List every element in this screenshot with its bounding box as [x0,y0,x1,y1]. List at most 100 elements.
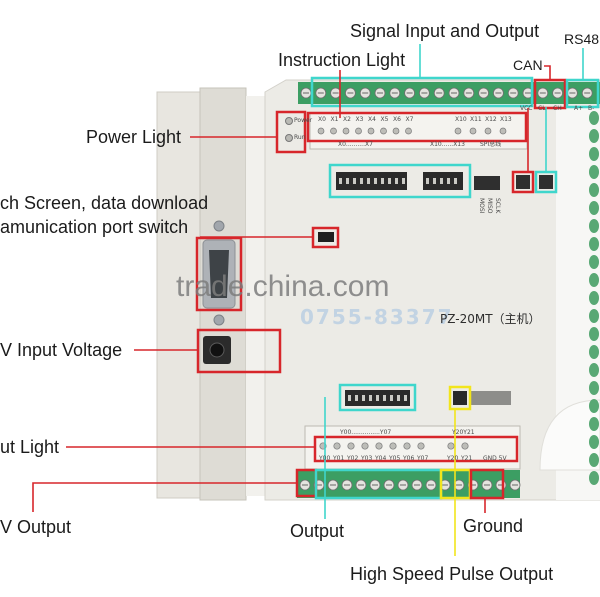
label-touch-screen-line2: amunication port switch [0,217,189,237]
side-terminal [589,237,599,251]
pulse-header [453,391,467,405]
output-led-label: Y05 [389,455,401,462]
header-pin [381,178,384,184]
header-pin [376,395,379,401]
box-instruction-light [306,111,528,143]
side-terminal [589,309,599,323]
box-can-jumper [511,170,535,194]
input-led [469,127,477,135]
label-instruction-light: Instruction Light [278,50,406,70]
side-terminal [589,345,599,359]
input-led [330,127,337,135]
box-lower-header [338,383,417,412]
input-led-label: X2 [343,116,351,123]
housing-gap [246,96,265,496]
output-led [347,442,355,450]
db9-screw-bottom [213,314,225,326]
output-led-label: Y02 [347,455,359,462]
output-led [375,442,383,450]
terminal-label: CH [553,105,562,112]
terminal-label: A+ [574,105,584,112]
output-led [447,442,455,450]
side-terminal [589,363,599,377]
rs485-jumper [539,175,553,189]
input-led [405,127,412,135]
label-rs485: RS48 [564,31,600,47]
output-led-label: Y01 [333,455,345,462]
side-terminal [589,111,599,125]
label-output-light: ut Light [0,437,60,457]
output-led [417,442,425,450]
label-signal-io: Signal Input and Output [350,21,540,41]
board-model: PZ-20MT（主机） [440,312,541,326]
output-led-label: Y20 [447,455,459,462]
side-terminal [589,273,599,287]
input-led-label: X6 [393,116,401,123]
side-terminal [589,399,599,413]
input-led [355,127,362,135]
leader-can [544,65,551,80]
output-led [389,442,397,450]
header-pin [374,178,377,184]
header-pin [346,178,349,184]
input-led [380,127,387,135]
header-pin [353,178,356,184]
input-led [484,127,492,135]
box-ground [469,468,505,500]
side-panel-outer [156,91,202,499]
header-pin [440,178,443,184]
header-pin [454,178,457,184]
box-pin-headers [328,163,472,199]
output-led-label: Y21 [461,455,473,462]
input-group-label: X10......X13 [430,141,465,148]
side-terminal [589,165,599,179]
input-led [499,127,507,135]
label-output: Output [290,521,345,541]
label-power-light: Power Light [86,127,182,147]
header-pin [390,395,393,401]
input-led-label: X4 [368,116,376,123]
output-led [461,442,469,450]
run-led [285,134,293,142]
label-can: CAN [513,57,543,73]
header-pin [426,178,429,184]
box-db9 [195,236,243,312]
input-led [317,127,325,135]
box-output-light [313,435,519,463]
header-pin [355,395,358,401]
box-power-light [275,110,307,154]
side-terminal [589,255,599,269]
input-led-label: X0 [318,116,326,123]
header-pin [388,178,391,184]
spi-header [474,176,500,190]
input-led-label: X12 [485,116,497,123]
terminal-label: CL [538,105,546,112]
output-led-label: Y04 [375,455,387,462]
port-switch [318,232,334,242]
side-terminal [589,471,599,485]
status-led-label: Run [294,134,306,141]
pin-header-lower-right [471,391,511,405]
side-terminal [589,435,599,449]
power-pin-label: GND 5V [483,455,507,462]
box-signal-io [310,76,534,108]
input-led-label: X13 [500,116,512,123]
pin-header-1 [336,172,407,190]
header-pin [404,395,407,401]
side-terminal [589,291,599,305]
db9-screw-top [213,220,225,232]
header-pin [369,395,372,401]
input-led [367,127,375,135]
output-led-label: Y07 [417,455,429,462]
input-led [342,127,350,135]
side-terminal [589,327,599,341]
header-pin [447,178,450,184]
output-led-label: Y00 [319,455,331,462]
output-led [333,442,341,450]
header-pin [383,395,386,401]
output-led-label: Y03 [361,455,373,462]
watermark-site: trade.china.com [176,270,390,303]
spi-pin-label: MOSI [478,198,485,214]
input-led-label: X3 [355,116,364,123]
label-input-voltage: V Input Voltage [0,340,123,360]
